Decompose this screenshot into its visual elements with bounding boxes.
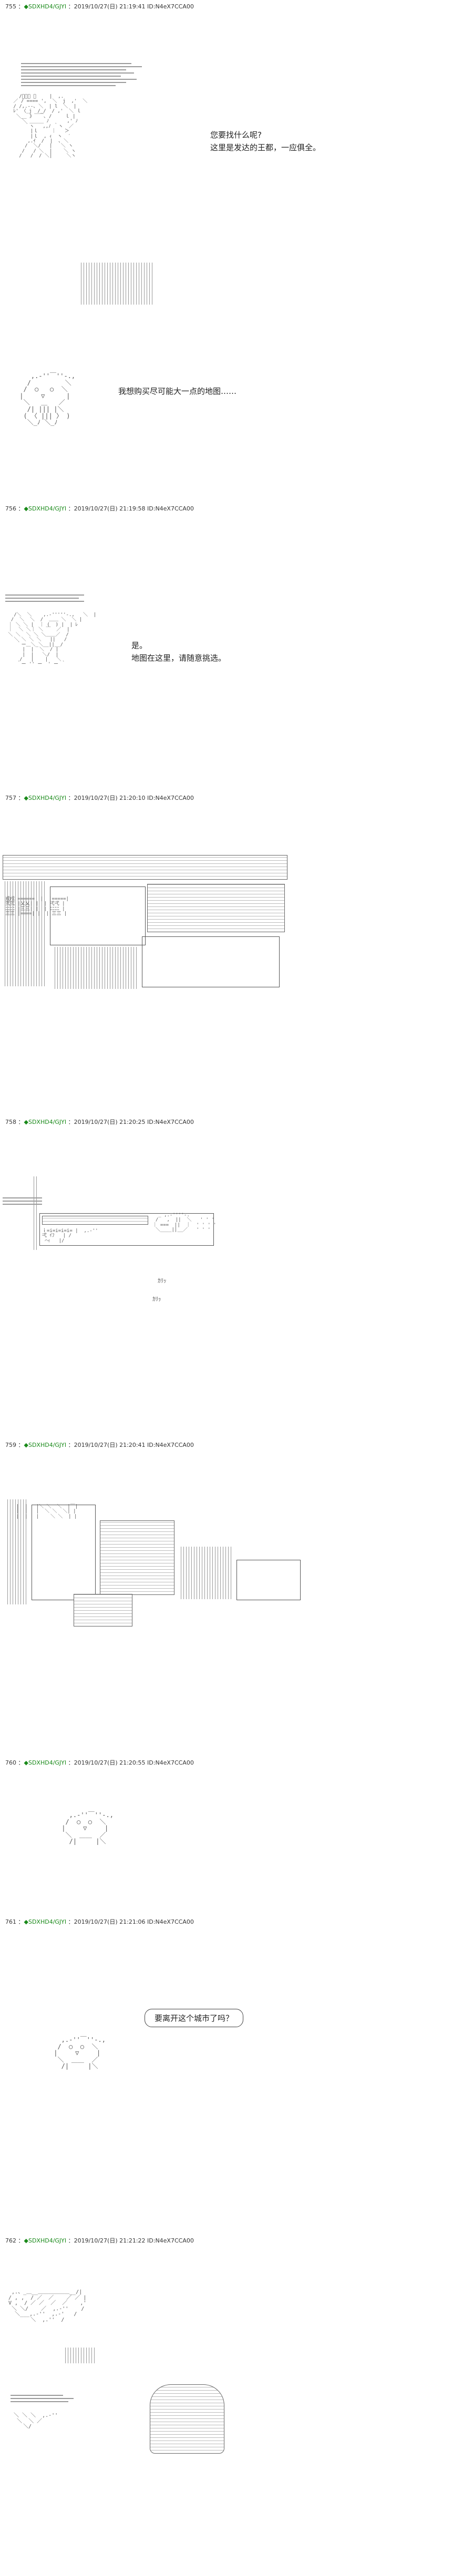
sound-effect: ｶﾘｯ (158, 1277, 167, 1284)
post-number[interactable]: 758 (5, 1119, 16, 1125)
dialogue-line: 要离开这个城市了吗？ (155, 2014, 234, 2023)
clerk-ascii-art: /＼ ＼ ,.-'''''-., ＼ | / ＼ ＼ / ＿＿ ＼ ＼ | ｜ … (8, 612, 97, 668)
hatched-shading (21, 63, 142, 88)
tripcode: ◆SDXHD4/GJYI (24, 1442, 67, 1448)
map-shop-ascii-art: 戎戌 ====== | |=====| 弐弐 |乂乂| | | 弌弌 | ﾆﾆﾆ… (5, 896, 69, 917)
street-art (74, 1594, 132, 1626)
post-meta: 2019/10/27(日) 21:19:58 ID:N4eX7CCA00 (74, 505, 194, 512)
post-meta: 2019/10/27(日) 21:19:41 ID:N4eX7CCA00 (74, 3, 194, 10)
post-meta: 2019/10/27(日) 21:20:10 ID:N4eX7CCA00 (74, 795, 194, 801)
post-number[interactable]: 760 (5, 1759, 16, 1766)
counter-ascii-art: ｉ=i=i=i=i= | ,.-'' 弌 ｲﾌ | / ⌒ｨ |/ (42, 1228, 98, 1244)
post-meta: 2019/10/27(日) 21:20:25 ID:N4eX7CCA00 (74, 1119, 194, 1125)
counter-art (39, 1213, 214, 1246)
post-number[interactable]: 761 (5, 1918, 16, 1925)
map-rack-art (50, 887, 146, 945)
post-meta: 2019/10/27(日) 21:21:06 ID:N4eX7CCA00 (74, 1918, 194, 1925)
map-table-art (142, 936, 280, 987)
yukkuri-ascii-art: ,.-''￣''-., / ○ ○ ＼ | ▽ | ＼ ＿＿ ／ /| |＼ (54, 2036, 106, 2070)
map-table-shading (53, 947, 137, 989)
pillar-shading (32, 1176, 37, 1250)
departure-ascii-art: ,.、_＿__＿＿＿＿＿＿__/| / , , / ／ ／ ／ ／ | V , … (8, 2289, 87, 2323)
shop-details-ascii-art: _ ,.-''''-. / , || ＼ ' ' ' ｜ === || ｜ ' … (152, 1213, 217, 1233)
post-number[interactable]: 757 (5, 795, 16, 801)
dialogue-line: 这里是发达的王都，一应俱全。 (210, 143, 321, 152)
post-header: 758 ：◆SDXHD4/GJYI ：2019/10/27(日) 21:20:2… (5, 1119, 194, 1125)
townhouses-art (236, 1560, 301, 1600)
post-meta: 2019/10/27(日) 21:21:22 ID:N4eX7CCA00 (74, 2237, 194, 2244)
shopkeeper-ascii-art: /ﾞ￣＼ ＼ | ,. ／ / ==== ', ＼ j ,' ＼ / /,.--… (13, 94, 88, 159)
tripcode: ◆SDXHD4/GJYI (24, 3, 67, 10)
building-art (100, 1520, 174, 1595)
tripcode: ◆SDXHD4/GJYI (24, 1119, 67, 1125)
shelf-lines (3, 1197, 42, 1207)
tripcode: ◆SDXHD4/GJYI (24, 2237, 67, 2244)
post-header: 756 ：◆SDXHD4/GJYI ：2019/10/27(日) 21:19:5… (5, 505, 194, 512)
map-rack-shading (147, 884, 285, 932)
speech-bubble: 要离开这个城市了吗？ (145, 2009, 244, 2027)
tower-shading (5, 1499, 26, 1604)
shop-shelves-art (3, 855, 287, 880)
shelf-shading (3, 881, 45, 986)
post-header: 761 ：◆SDXHD4/GJYI ：2019/10/27(日) 21:21:0… (5, 1918, 194, 1925)
tripcode: ◆SDXHD4/GJYI (24, 505, 67, 512)
dialogue: 您要找什么呢? 这里是发达的王都，一应俱全。 (210, 129, 321, 154)
yukkuri-ascii-art: ,.-''￣''-., / ＼ / ○ ○ ＼ | ▽ | ＼ ＿ ／ /| |… (19, 372, 76, 426)
city-ascii-art: | | |＼ ＼ ＼ |￣| | | | ＼ ＼ ＼| | | | | ＼ ＼ … (16, 1504, 78, 1519)
wall-lines (11, 2395, 74, 2404)
tripcode: ◆SDXHD4/GJYI (24, 1918, 67, 1925)
post-number[interactable]: 762 (5, 2237, 16, 2244)
tripcode: ◆SDXHD4/GJYI (24, 1759, 67, 1766)
post-header: 759 ：◆SDXHD4/GJYI ：2019/10/27(日) 21:20:4… (5, 1442, 194, 1448)
dialogue-line: 地图在这里，请随意挑选。 (131, 653, 227, 663)
building-shading (179, 1547, 231, 1599)
dialogue-line: 我想购买尽可能大一点的地图…… (118, 387, 237, 396)
tripcode: ◆SDXHD4/GJYI (24, 795, 67, 801)
figure-shading (79, 263, 152, 305)
counter-shading (42, 1216, 148, 1225)
sound-effect: ｶﾘｯ (152, 1296, 161, 1302)
hatched-shading (5, 595, 84, 604)
dialogue: 是。 地图在这里，请随意挑选。 (131, 639, 226, 664)
post-number[interactable]: 759 (5, 1442, 16, 1448)
cliff-ascii-art: ＼ ＼ ＼ ,.-'' ＼ ＼ ／ ＼/ (14, 2413, 58, 2429)
dialogue: 我想购买尽可能大一点的地图…… (118, 385, 236, 398)
post-header: 762 ：◆SDXHD4/GJYI ：2019/10/27(日) 21:21:2… (5, 2237, 194, 2244)
dialogue-line: 是。 (131, 641, 148, 650)
post-header: 757 ：◆SDXHD4/GJYI ：2019/10/27(日) 21:20:1… (5, 795, 194, 801)
post-number[interactable]: 756 (5, 505, 16, 512)
post-header: 755 ：◆SDXHD4/GJYI ：2019/10/27(日) 21:19:4… (5, 3, 194, 10)
yukkuri-ascii-art: ,.-''￣''-., / ○ ○ ＼ | ▽ | ＼ ＿＿ ／ /| |＼ (61, 1811, 114, 1845)
post-meta: 2019/10/27(日) 21:20:41 ID:N4eX7CCA00 (74, 1442, 194, 1448)
cloak-shading (63, 2348, 95, 2363)
castle-wall-art (32, 1505, 96, 1600)
post-meta: 2019/10/27(日) 21:20:55 ID:N4eX7CCA00 (74, 1759, 194, 1766)
post-number[interactable]: 755 (5, 3, 16, 10)
rock-art (150, 2384, 224, 2454)
dialogue-line: 您要找什么呢? (210, 130, 262, 140)
post-header: 760 ：◆SDXHD4/GJYI ：2019/10/27(日) 21:20:5… (5, 1759, 194, 1766)
